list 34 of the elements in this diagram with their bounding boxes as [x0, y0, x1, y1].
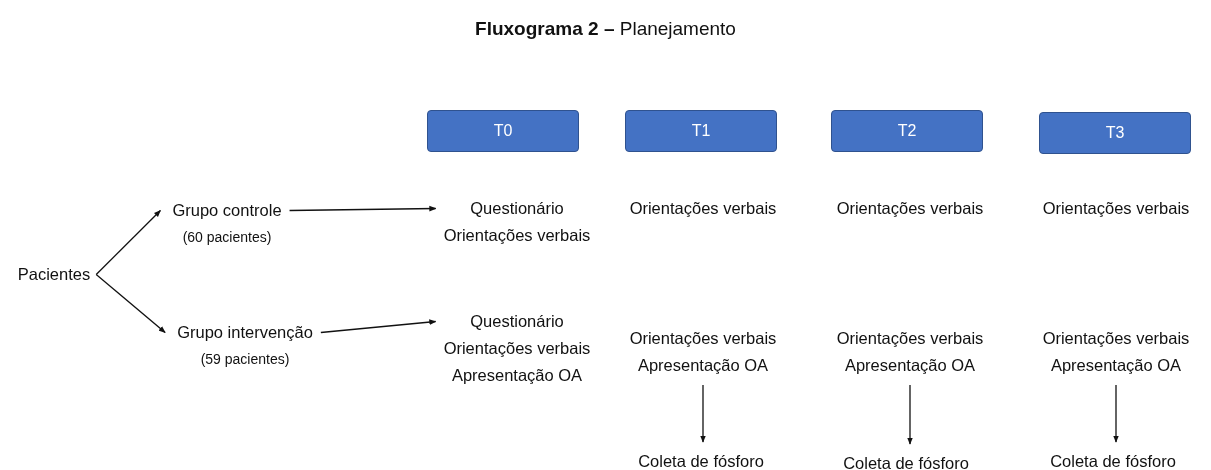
time-point-box: T0: [427, 110, 579, 152]
step-text: Orientações verbais: [629, 328, 777, 349]
time-point-box: T1: [625, 110, 777, 152]
step-text: Orientações verbais: [629, 198, 777, 219]
step-text: Coleta de fósforo: [1050, 451, 1176, 470]
step-text: Orientações verbais: [443, 338, 591, 359]
arrow: [700, 384, 706, 443]
step-text: Apresentação OA: [637, 355, 769, 376]
step-text: Orientações verbais: [1042, 328, 1190, 349]
step-text: Apresentação OA: [1050, 355, 1182, 376]
time-point-box: T2: [831, 110, 983, 152]
step-text: Orientações verbais: [836, 328, 984, 349]
step-text: Apresentação OA: [844, 355, 976, 376]
step-text: Orientações verbais: [443, 225, 591, 246]
arrow: [1113, 384, 1119, 443]
arrow: [95, 273, 166, 334]
arrow: [907, 384, 913, 445]
diagram-title: Fluxograma 2 – Planejamento: [475, 18, 736, 40]
step-text: Pacientes: [17, 264, 91, 285]
step-text: Apresentação OA: [451, 365, 583, 386]
step-text: Grupo controle: [172, 200, 282, 221]
step-text: Questionário: [470, 311, 564, 332]
patient-count: (60 pacientes): [182, 228, 272, 247]
step-text: Coleta de fósforo: [638, 451, 764, 470]
step-text: Coleta de fósforo: [843, 453, 969, 470]
step-text: Orientações verbais: [1042, 198, 1190, 219]
arrow: [95, 209, 162, 276]
patient-count: (59 pacientes): [200, 350, 290, 369]
time-point-box: T3: [1039, 112, 1191, 154]
step-text: Orientações verbais: [836, 198, 984, 219]
arrow: [288, 205, 437, 212]
step-text: Grupo intervenção: [177, 322, 313, 343]
arrow: [320, 319, 437, 334]
step-text: Questionário: [470, 198, 564, 219]
